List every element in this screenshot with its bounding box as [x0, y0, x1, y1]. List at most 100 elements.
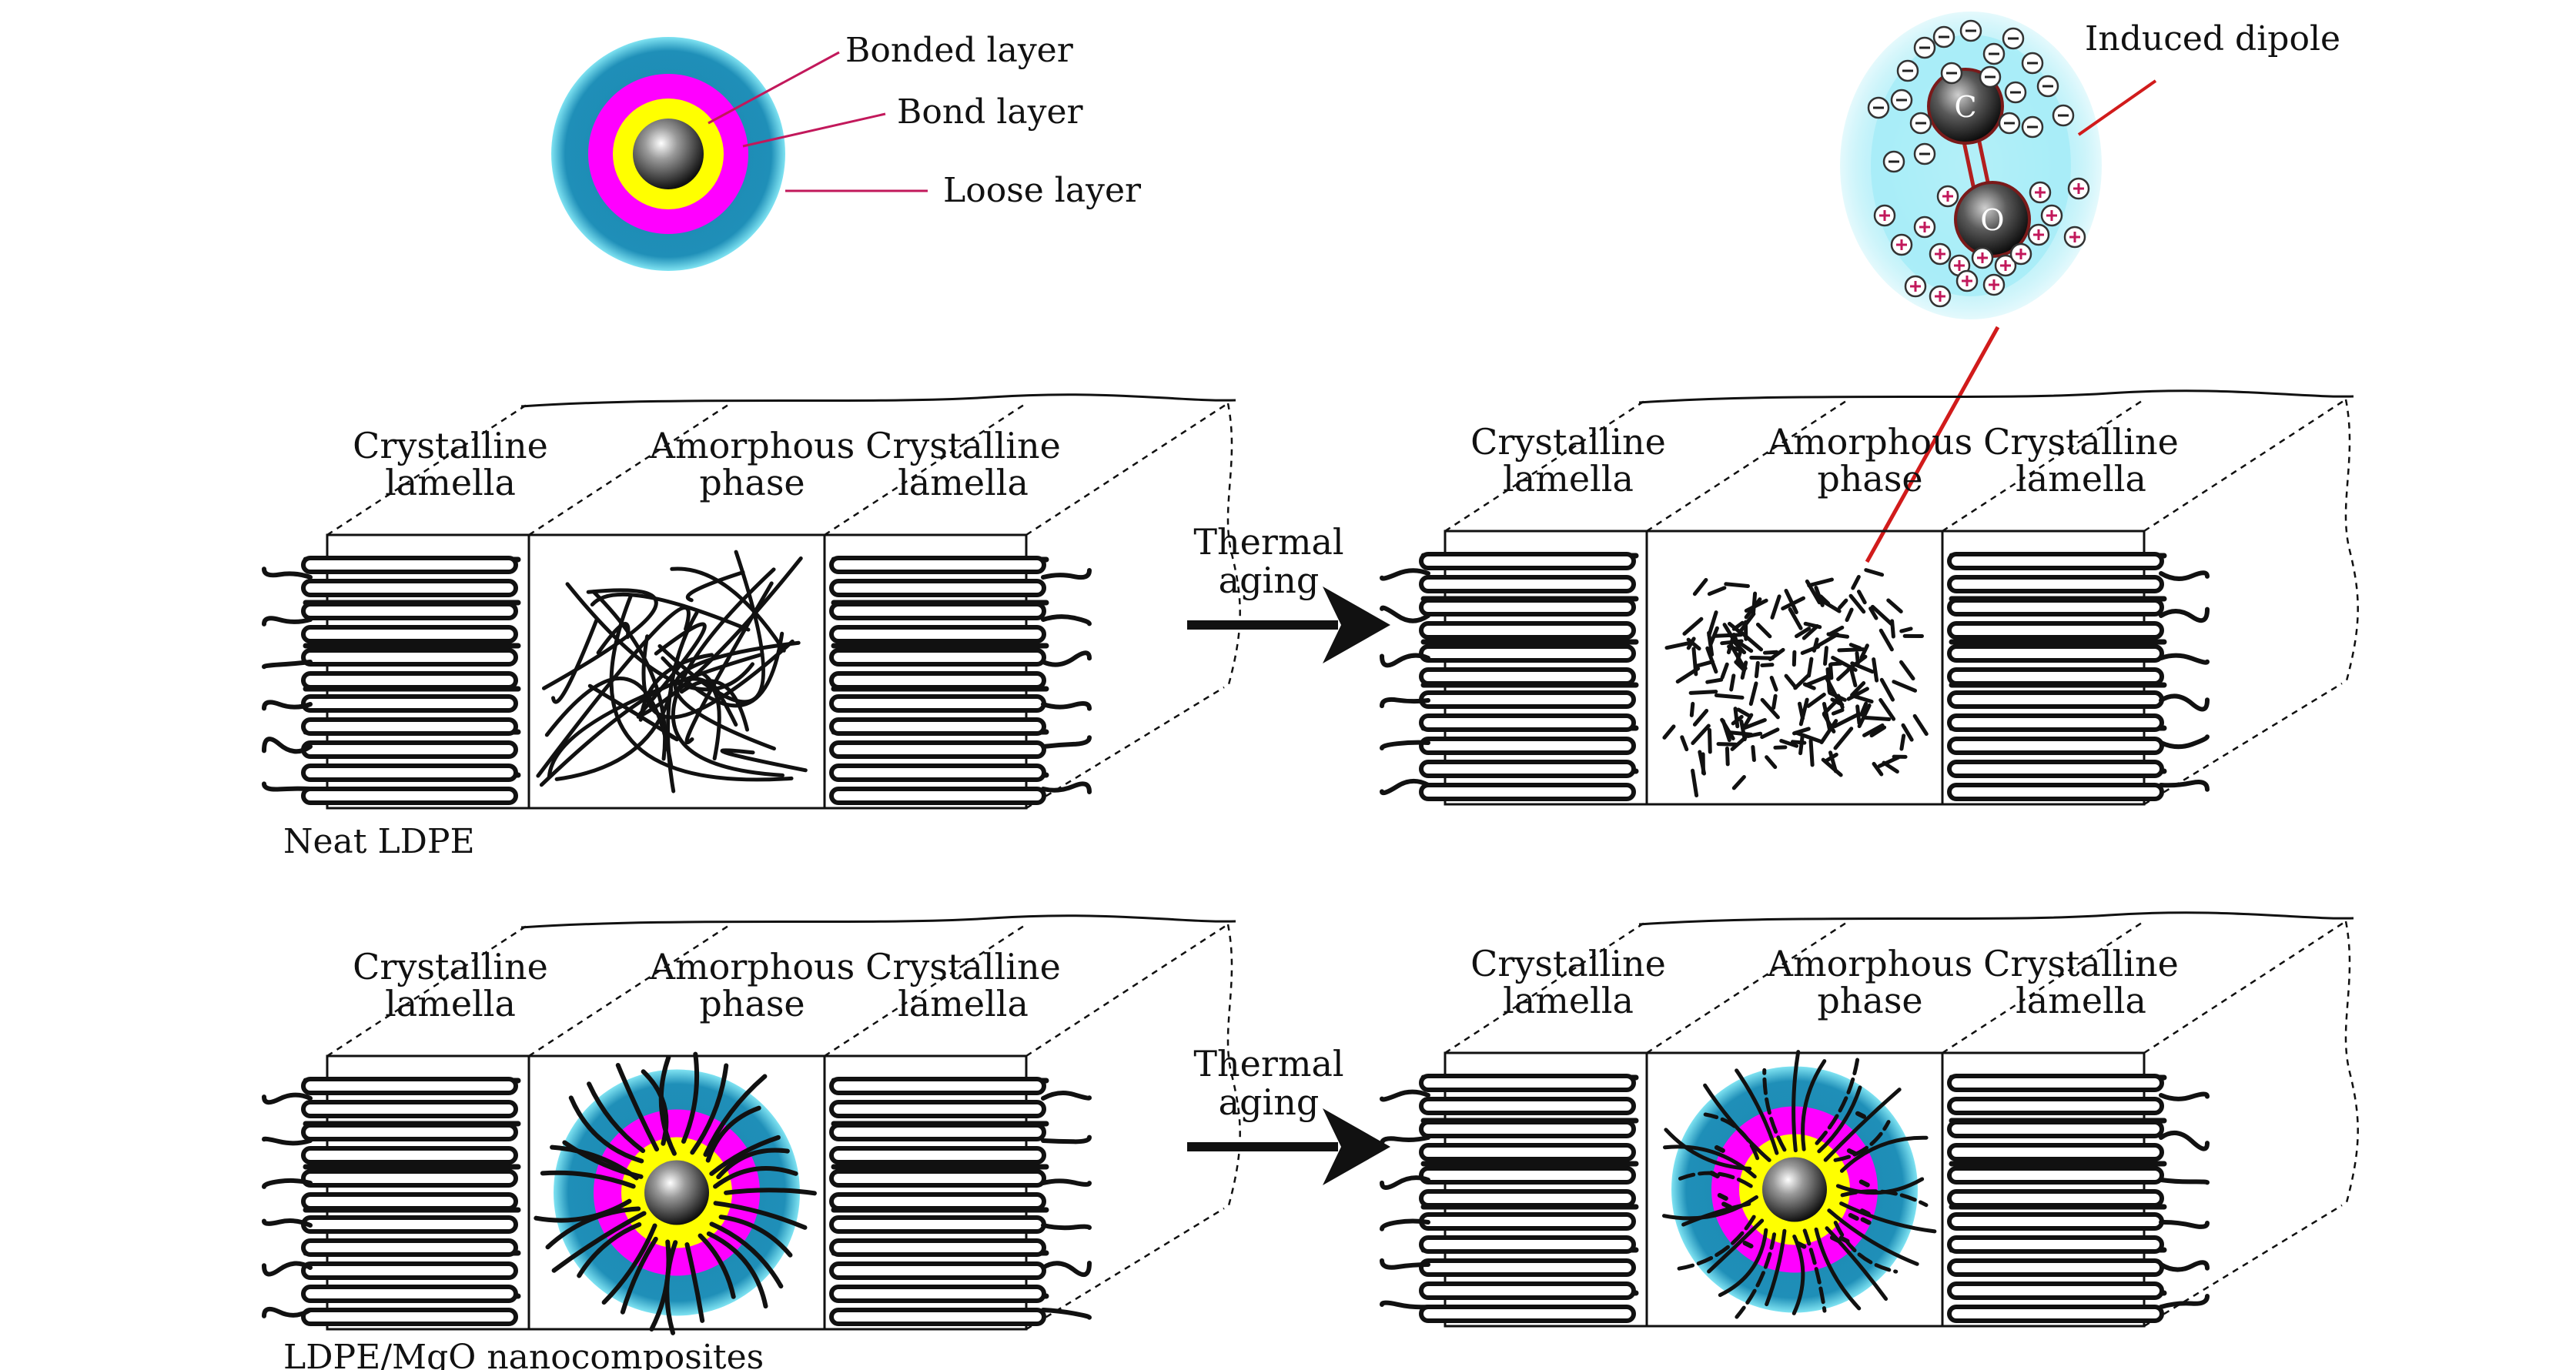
block-nanocomposite-before: CrystallinelamellaAmorphousphaseCrystall…	[262, 914, 1241, 1335]
arrow-bottom-label-1: Thermal	[1193, 1043, 1343, 1084]
arrow-top-label-1: Thermal	[1193, 521, 1343, 563]
negative-charge	[1998, 112, 2021, 135]
block-back-edge	[1638, 911, 2354, 926]
lamella-folds	[1380, 1074, 1639, 1323]
label-crystalline-right-line2: lamella	[898, 462, 1029, 503]
carbon-atom	[1927, 68, 2004, 145]
negative-charge	[1940, 62, 1963, 85]
label-amorphous-line1: Amorphous	[649, 946, 855, 987]
bond-layer-label: Bond layer	[897, 92, 1084, 132]
positive-charge	[1955, 269, 1979, 292]
negative-charge	[1932, 25, 1955, 48]
lamella-blocks: CrystallinelamellaAmorphousphaseCrystall…	[262, 389, 2359, 1335]
induced-dipole-label: Induced dipole	[2085, 19, 2340, 58]
label-crystalline-left-line2: lamella	[1503, 980, 1634, 1021]
label-crystalline-left-line1: Crystalline	[1470, 943, 1666, 984]
negative-charge	[2004, 81, 2027, 104]
negative-charge	[1867, 96, 1890, 119]
label-crystalline-right-line2: lamella	[898, 983, 1029, 1024]
caption-ldpe-mgo: LDPE/MgO nanocomposites	[283, 1338, 764, 1370]
label-amorphous-line1: Amorphous	[1767, 421, 1973, 463]
caption-neat-ldpe: Neat LDPE	[283, 822, 475, 861]
particle-legend: Bonded layer Bond layer Loose layer	[551, 31, 1142, 271]
positive-charge	[2063, 226, 2086, 249]
amorphous-content	[536, 550, 808, 794]
positive-charge	[1913, 216, 1936, 239]
block-nanocomposite-after: CrystallinelamellaAmorphousphaseCrystall…	[1380, 911, 2359, 1328]
block-back-edge	[520, 393, 1236, 408]
positive-charge	[2009, 242, 2032, 266]
dipole-charges	[1867, 19, 2090, 308]
negative-charge	[1982, 42, 2006, 65]
label-amorphous-line2: phase	[699, 983, 805, 1024]
loose-layer-label: Loose layer	[943, 171, 1142, 210]
label-crystalline-right-line2: lamella	[2016, 980, 2146, 1021]
nanoparticle	[534, 1051, 817, 1335]
lamella-folds	[1380, 552, 1639, 801]
negative-charge	[1882, 150, 1905, 173]
amorphous-content	[1662, 568, 1929, 798]
lamella-folds	[829, 1077, 1092, 1326]
negative-charge	[1909, 112, 1932, 135]
block-back-edge	[1638, 389, 2354, 404]
label-crystalline-left-line2: lamella	[385, 983, 516, 1024]
oxygen-atom-label: O	[1980, 203, 2004, 237]
arrow-bottom-head	[1323, 1108, 1390, 1185]
label-crystalline-left-line1: Crystalline	[1470, 421, 1666, 463]
positive-charge	[1994, 254, 2017, 277]
label-crystalline-right-line1: Crystalline	[1983, 943, 2179, 984]
negative-charge	[1896, 59, 1919, 82]
lamella-folds	[829, 556, 1092, 805]
label-crystalline-right-line1: Crystalline	[865, 425, 1061, 466]
label-crystalline-left-line2: lamella	[385, 462, 516, 503]
negative-charge	[2021, 115, 2044, 139]
positive-charge	[2029, 181, 2052, 204]
label-crystalline-right-line1: Crystalline	[1983, 421, 2179, 463]
positive-charge	[1982, 273, 2006, 296]
label-crystalline-right-line1: Crystalline	[865, 946, 1061, 987]
dipole-pointer-to-block	[1865, 326, 2000, 563]
carbon-atom-label: C	[1954, 90, 1976, 124]
lamella-folds	[262, 556, 521, 805]
label-crystalline-left-line1: Crystalline	[353, 425, 548, 466]
block-back-edge	[520, 914, 1236, 929]
lamella-folds	[1947, 1074, 2210, 1323]
block-neat-ldpe-before: CrystallinelamellaAmorphousphaseCrystall…	[262, 393, 1241, 810]
label-crystalline-right-line2: lamella	[2016, 458, 2146, 500]
label-amorphous-line2: phase	[1817, 458, 1922, 500]
bond-layer-leader	[742, 112, 886, 148]
lamella-folds	[262, 1077, 521, 1326]
nanoparticle	[1661, 1050, 1937, 1319]
positive-charge	[2067, 177, 2090, 200]
arrow-top-label-2: aging	[1219, 560, 1320, 601]
label-crystalline-left-line2: lamella	[1503, 458, 1634, 500]
label-amorphous-line2: phase	[1817, 980, 1922, 1021]
thermal-aging-arrow-bottom: Thermal aging	[1187, 1043, 1390, 1185]
positive-charge	[1936, 185, 1959, 208]
block-neat-ldpe-after: CrystallinelamellaAmorphousphaseCrystall…	[1380, 389, 2359, 806]
negative-charge	[1913, 36, 1936, 59]
negative-charge	[1959, 19, 1982, 42]
induced-dipole-leader	[2077, 79, 2157, 136]
positive-charge	[2040, 204, 2063, 227]
negative-charge	[2002, 27, 2025, 50]
positive-charge	[1890, 233, 1913, 256]
positive-charge	[1971, 246, 1994, 269]
label-crystalline-left-line1: Crystalline	[353, 946, 548, 987]
positive-charge	[1904, 275, 1927, 298]
arrow-bottom-label-2: aging	[1219, 1081, 1320, 1123]
positive-charge	[1929, 242, 1952, 266]
positive-charge	[1873, 204, 1896, 227]
core-sphere	[633, 119, 704, 189]
negative-charge	[1913, 142, 1936, 165]
label-amorphous-line1: Amorphous	[649, 425, 855, 466]
lamella-folds	[1947, 552, 2210, 801]
arrow-top-head	[1323, 586, 1390, 663]
negative-charge	[2036, 75, 2059, 98]
bonded-layer-label: Bonded layer	[845, 31, 1074, 70]
negative-charge	[2021, 52, 2044, 75]
label-amorphous-line2: phase	[699, 462, 805, 503]
negative-charge	[1890, 89, 1913, 112]
